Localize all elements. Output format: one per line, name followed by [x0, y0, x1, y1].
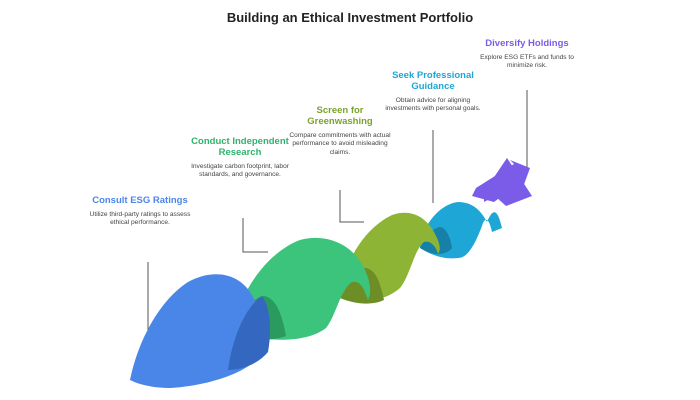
step-4-description: Obtain advice for aligning investments w… [385, 97, 481, 113]
arrow-head-icon [472, 160, 530, 202]
step-1-description: Utilize third-party ratings to assess et… [89, 211, 191, 227]
step-1: Consult ESG Ratings Utilize third-party … [85, 195, 195, 228]
step-1-title: Consult ESG Ratings [92, 195, 188, 206]
step-3-title: Screen for Greenwashing [307, 105, 373, 127]
leader-line-2 [242, 218, 268, 253]
step-2-description: Investigate carbon footprint, labor stan… [191, 163, 289, 179]
step-5-description: Explore ESG ETFs and funds to minimize r… [480, 54, 574, 70]
step-2-title: Conduct Independent Research [191, 136, 289, 158]
step-3: Screen for Greenwashing Compare commitme… [285, 105, 395, 157]
band-1-shape [130, 274, 263, 388]
band-1-fold [228, 296, 270, 370]
step-2: Conduct Independent Research Investigate… [185, 136, 295, 180]
step-5-title: Diversify Holdings [485, 38, 569, 49]
band-1 [130, 274, 270, 388]
step-4-title: Seek Professional Guidance [392, 70, 474, 92]
page-title: Building an Ethical Investment Portfolio [226, 10, 474, 25]
step-3-description: Compare commitments with actual performa… [289, 132, 391, 156]
leader-line-3 [339, 190, 364, 223]
step-4: Seek Professional Guidance Obtain advice… [378, 70, 488, 114]
step-5: Diversify Holdings Explore ESG ETFs and … [472, 38, 582, 71]
